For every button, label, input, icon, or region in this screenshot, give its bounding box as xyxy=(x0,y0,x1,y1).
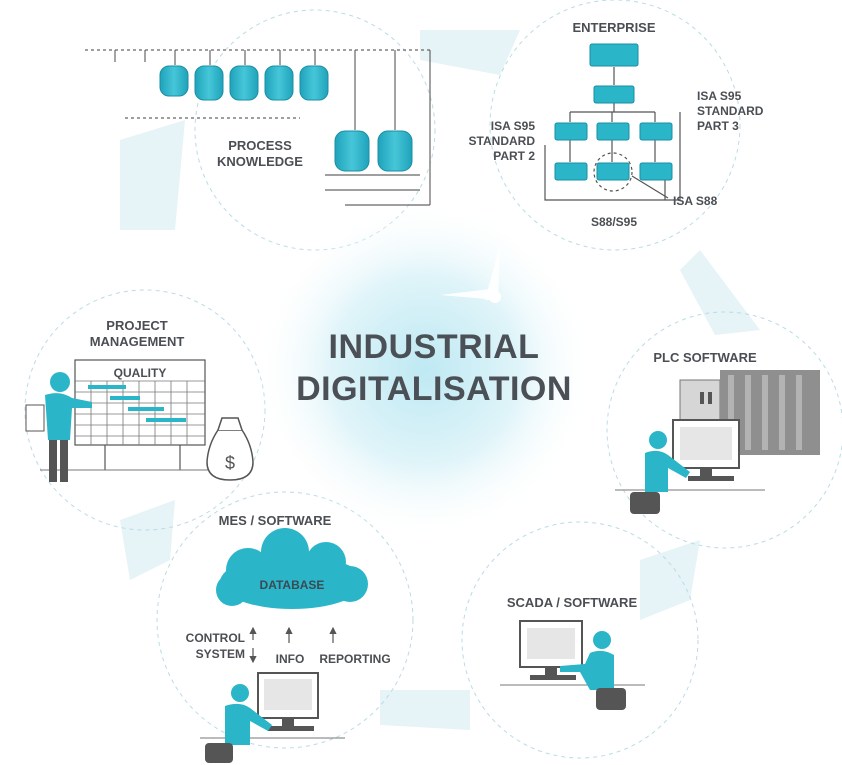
project-management-section: PROJECT MANAGEMENT xyxy=(25,318,254,482)
plc-software-section: PLC SOFTWARE xyxy=(615,350,820,514)
person-icon xyxy=(205,684,272,763)
computer-icon xyxy=(500,620,645,686)
enterprise-section: ENTERPRISE xyxy=(469,20,764,229)
isa95-part2-line2: STANDARD xyxy=(469,134,536,148)
project-label-line2: MANAGEMENT xyxy=(90,334,185,349)
isa95-part3-line1: ISA S95 xyxy=(697,89,742,103)
isa95-part2-line1: ISA S95 xyxy=(491,119,536,133)
reporting-label: REPORTING xyxy=(319,652,390,666)
process-label-line2: KNOWLEDGE xyxy=(217,154,303,169)
mes-software-section: MES / SOFTWARE DATABASE CONTROL SYSTEM I… xyxy=(186,513,391,763)
isa88-label: ISA S88 xyxy=(673,194,718,208)
control-label-line2: SYSTEM xyxy=(196,647,245,661)
quality-label: QUALITY xyxy=(114,366,167,380)
isa95-part3-line2: STANDARD xyxy=(697,104,764,118)
person-icon xyxy=(630,431,690,514)
computer-icon xyxy=(615,419,765,491)
computer-icon xyxy=(200,672,345,739)
cloud-icon xyxy=(216,528,368,609)
control-label-line1: CONTROL xyxy=(186,631,245,645)
org-chart-icon xyxy=(544,43,681,201)
enterprise-title: ENTERPRISE xyxy=(572,20,655,35)
isa95-part3-line3: PART 3 xyxy=(697,119,739,133)
sparkle-icon xyxy=(440,245,501,303)
dollar-sign: $ xyxy=(225,453,235,473)
money-bag-icon: $ xyxy=(206,417,254,481)
info-label: INFO xyxy=(276,652,305,666)
process-knowledge-section: PROCESS KNOWLEDGE xyxy=(85,49,431,206)
gantt-board xyxy=(40,359,225,471)
scada-software-section: SCADA / SOFTWARE xyxy=(500,595,645,710)
mes-label: MES / SOFTWARE xyxy=(219,513,332,528)
person-icon xyxy=(25,372,92,482)
s88-s95-label: S88/S95 xyxy=(591,215,637,229)
center-title-line1: INDUSTRIAL xyxy=(329,328,540,366)
person-icon xyxy=(560,631,626,710)
database-label: DATABASE xyxy=(260,578,325,592)
process-label-line1: PROCESS xyxy=(228,138,292,153)
plc-label: PLC SOFTWARE xyxy=(653,350,757,365)
cycle-ring xyxy=(120,30,760,730)
center-title-line2: DIGITALISATION xyxy=(296,370,572,408)
isa95-part2-line3: PART 2 xyxy=(493,149,535,163)
center-glow xyxy=(255,200,595,540)
project-label-line1: PROJECT xyxy=(106,318,167,333)
tank-icon xyxy=(159,65,413,172)
scada-label: SCADA / SOFTWARE xyxy=(507,595,638,610)
